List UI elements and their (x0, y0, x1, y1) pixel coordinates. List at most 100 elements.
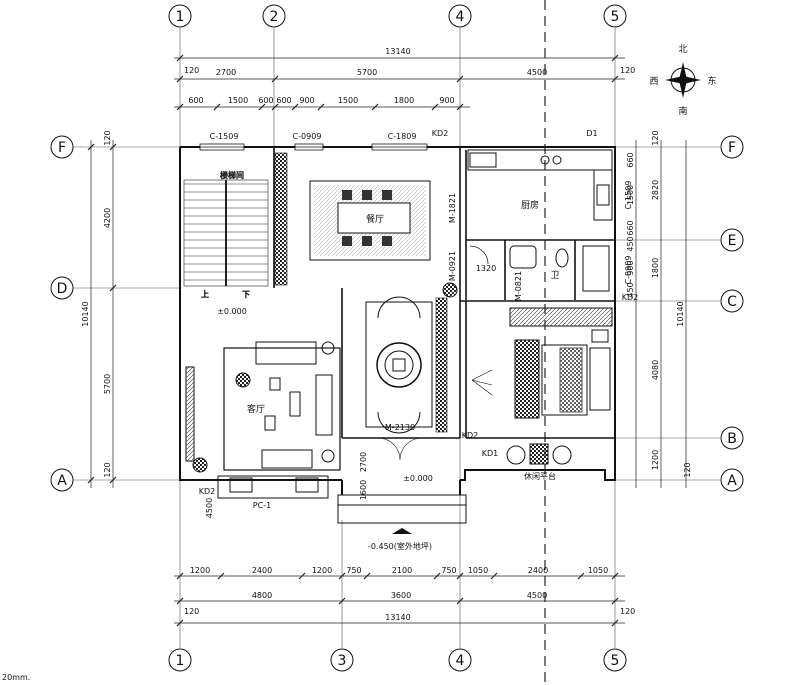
staircase: 楼梯间 上 下 (183, 170, 269, 299)
axis-grid-lines (72, 28, 720, 648)
entry-porch: 2700 1600 ±0.000 -0.450(室外地坪) (337, 437, 467, 551)
leisure-terrace: 休闲平台 KD1 KD2 (462, 431, 572, 481)
axis-label-right-4: B (727, 431, 737, 447)
dim-top-r2-3: 4500 (527, 68, 547, 77)
top-dimension-text: 13140 120 2700 5700 4500 120 600 1500 60… (184, 47, 635, 105)
dim-bot-r2-3: 4500 (527, 591, 547, 600)
dim-bot-r1-1: 2400 (252, 566, 272, 575)
dim-top-r3-0: 600 (188, 96, 203, 105)
dim-right-mid-3: 4080 (651, 360, 660, 380)
axis-label-bottom-2: 3 (338, 653, 347, 669)
dim-top-r3-3: 600 (276, 96, 291, 105)
stair-up-label: 上 (201, 290, 209, 299)
axis-label-right-3: C (727, 294, 737, 310)
dim-2700: 2700 (359, 452, 368, 472)
window-label-c1809: C-1809 (388, 132, 417, 141)
dim-bot-r1-0: 1200 (190, 566, 210, 575)
window-label-kd2: KD2 (432, 129, 449, 138)
dim-top-r3-7: 900 (439, 96, 454, 105)
balcony-label: PC-1 (253, 501, 271, 510)
left-dimension-lines (87, 140, 117, 488)
dim-bot-r1-8: 1050 (588, 566, 608, 575)
compass-north-label: 北 (678, 44, 687, 55)
dim-right-in-2: 660 (626, 220, 635, 235)
axis-label-top-3: 4 (456, 9, 465, 25)
right-dimension-lines (635, 140, 687, 488)
compass-south-label: 南 (678, 105, 687, 117)
window-label-d1: D1 (586, 129, 597, 138)
living-room-furniture: 客厅 ±0.000 (185, 307, 341, 471)
dining-table-set: 餐厅 (309, 180, 431, 261)
window-label-kd2-left: KD2 (199, 487, 216, 496)
bedroom-furniture (471, 307, 613, 419)
door-label-m0821: M-0821 (514, 271, 523, 301)
compass-west-label: 西 (649, 76, 658, 87)
left-dimension-text: 10140 120 4200 5700 120 (81, 130, 112, 477)
left-balcony: PC-1 KD2 4500 (199, 475, 329, 518)
dim-right-mid-1: 2820 (651, 180, 660, 200)
window-label-kd2-right: KD2 (622, 293, 639, 302)
plant-icon-2 (192, 457, 208, 473)
dim-bot-total: 13140 (385, 613, 410, 622)
level-label-entry: ±0.000 (403, 474, 433, 483)
axis-label-right-1: F (728, 140, 736, 156)
axis-label-top-1: 1 (176, 9, 185, 25)
room-label-stair: 楼梯间 (220, 170, 244, 180)
dim-left-2: 5700 (103, 374, 112, 394)
dim-right-in-5: 450 (626, 282, 635, 297)
exterior-walls (179, 146, 616, 495)
axis-bubbles-bottom: 1 3 4 5 (168, 648, 627, 672)
room-label-terrace: 休闲平台 (524, 471, 556, 481)
dim-1320: 1320 (476, 264, 496, 273)
dim-top-r2-0: 120 (184, 66, 199, 75)
stair-down-label: 下 (242, 290, 250, 299)
compass-east-label: 东 (707, 75, 716, 87)
window-label-c1509: C-1509 (210, 132, 239, 141)
dim-top-r2-4: 120 (620, 66, 635, 75)
bottom-dimension-text: 1200 2400 1200 750 2100 750 1050 2400 10… (184, 566, 635, 622)
dim-left-1: 4200 (103, 208, 112, 228)
axis-label-left-1: F (58, 140, 66, 156)
plant-icon (442, 282, 458, 298)
dim-bot-r1-4: 2100 (392, 566, 412, 575)
axis-label-top-2: 2 (270, 9, 279, 25)
axis-label-bottom-4: 5 (611, 653, 620, 669)
dim-right-in-0: 660 (626, 152, 635, 167)
hall-decor: M-2130 (365, 296, 433, 434)
axis-bubbles-top: 1 2 4 5 (168, 4, 627, 28)
room-label-living: 客厅 (247, 403, 265, 415)
window-label-c0909-right: C-0909 (624, 256, 633, 285)
axis-label-bottom-3: 4 (456, 653, 465, 669)
dim-bot-r2-2: 3600 (391, 591, 411, 600)
axis-bubbles-left: F D A (50, 135, 74, 492)
dim-bot-r1-5: 750 (441, 566, 456, 575)
dim-right-mid-4: 1200 (651, 450, 660, 470)
window-label-c1509-right: C-1509 (624, 181, 633, 210)
dim-top-r2-2: 5700 (357, 68, 377, 77)
axis-label-right-5: A (727, 473, 737, 489)
axis-label-left-3: A (57, 473, 67, 489)
dim-top-r3-5: 1500 (338, 96, 358, 105)
window-label-kd1: KD1 (482, 449, 499, 458)
dim-4500: 4500 (205, 498, 214, 518)
top-dimension-lines (174, 54, 625, 111)
dim-left-3: 120 (103, 462, 112, 477)
door-label-m2130: M-2130 (385, 423, 415, 432)
axis-label-left-2: D (57, 281, 68, 297)
dim-top-r3-4: 900 (299, 96, 314, 105)
axis-label-top-4: 5 (611, 9, 620, 25)
window-label-kd2-terrace: KD2 (462, 431, 479, 440)
dim-right-in-1: 1500 (626, 185, 635, 205)
window-label-c0909: C-0909 (293, 132, 322, 141)
dim-top-r3-2: 600 (258, 96, 273, 105)
dim-top-r3-6: 1800 (394, 96, 414, 105)
scale-note: 20mm. (2, 673, 30, 682)
room-label-dining: 餐厅 (366, 213, 384, 225)
axis-label-right-2: E (728, 233, 737, 249)
dim-1600: 1600 (359, 480, 368, 500)
dim-bot-r1-6: 1050 (468, 566, 488, 575)
dim-top-r3-1: 1500 (228, 96, 248, 105)
feature-wall-hall (435, 297, 448, 433)
outdoor-level-label: -0.450(室外地坪) (368, 541, 432, 551)
